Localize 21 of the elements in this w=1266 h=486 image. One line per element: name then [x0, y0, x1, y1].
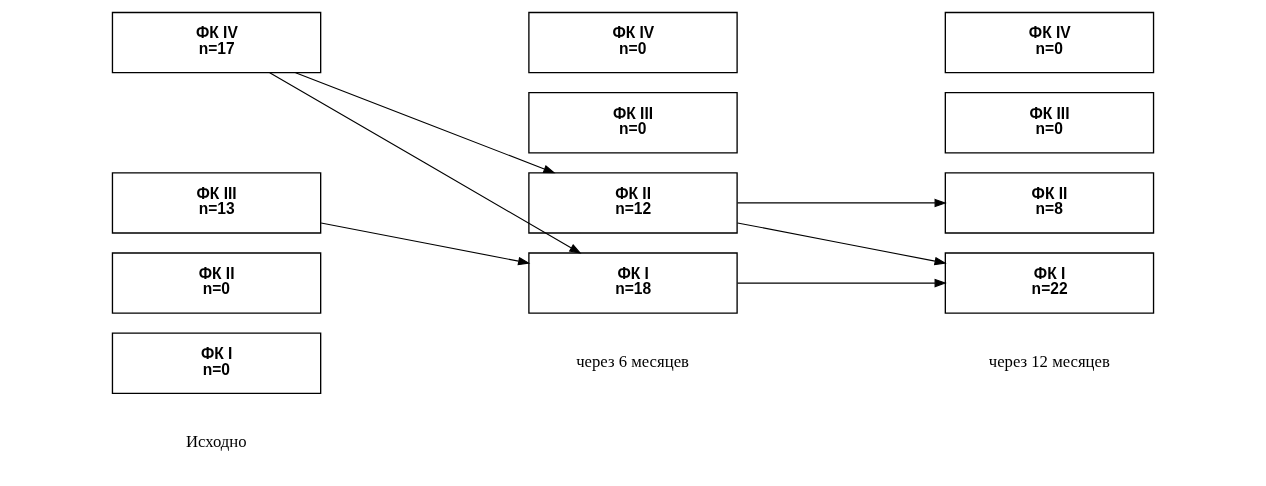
- arrow: [737, 198, 947, 208]
- node-box: ФК I n=18: [528, 252, 738, 314]
- node-box: ФК II n=8: [944, 172, 1155, 234]
- label: через 6 месяцев: [576, 352, 689, 372]
- arrow: [295, 72, 556, 174]
- node-box: ФК I n=0: [111, 332, 322, 394]
- node-box: ФК IV n=17: [111, 11, 322, 74]
- node-box: ФК III n=0: [944, 92, 1155, 154]
- node-box: ФК III n=0: [528, 92, 738, 154]
- arrow: [737, 278, 947, 288]
- node-box: ФК III n=13: [111, 172, 322, 234]
- node-box: ФК IV n=0: [528, 11, 738, 74]
- arrow: [320, 222, 531, 266]
- node-box: ФК IV n=0: [944, 11, 1155, 74]
- arrow: [269, 72, 582, 254]
- arrow: [737, 222, 947, 266]
- node-box: ФК II n=0: [111, 252, 322, 314]
- node-box: ФК II n=12: [528, 172, 738, 234]
- label: Исходно: [185, 432, 247, 452]
- node-box: ФК I n=22: [944, 252, 1155, 314]
- label: через 12 месяцев: [988, 352, 1110, 372]
